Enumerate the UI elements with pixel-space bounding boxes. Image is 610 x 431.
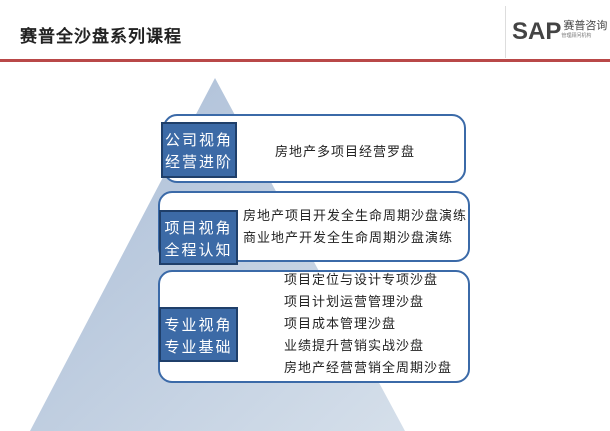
label-line: 全程认知 xyxy=(164,241,233,259)
tier-label-professional: 专业视角专业基础 xyxy=(159,307,238,362)
tier-items-professional: 项目定位与设计专项沙盘 项目计划运营管理沙盘 项目成本管理沙盘 业绩提升营销实战… xyxy=(284,270,452,380)
tier-items-company: 房地产多项目经营罗盘 xyxy=(275,142,415,164)
logo-divider xyxy=(505,6,506,58)
label-line: 项目视角 xyxy=(164,219,233,237)
tier-items-project: 房地产项目开发全生命周期沙盘演练 商业地产开发全生命周期沙盘演练 xyxy=(243,206,467,250)
tier-label-company: 公司视角经营进阶 xyxy=(161,122,237,178)
course-item: 业绩提升营销实战沙盘 xyxy=(284,339,425,354)
logo-sub: 管理顾问机构 xyxy=(561,33,592,39)
course-item: 房地产多项目经营罗盘 xyxy=(275,145,416,160)
label-line: 经营进阶 xyxy=(164,153,233,171)
course-item: 项目计划运营管理沙盘 xyxy=(284,295,425,310)
course-item: 房地产项目开发全生命周期沙盘演练 xyxy=(243,209,468,224)
tier-label-project: 项目视角全程认知 xyxy=(159,210,238,265)
logo-brand: SAP xyxy=(512,18,562,45)
course-item: 房地产经营营销全周期沙盘 xyxy=(284,361,453,376)
course-item: 项目成本管理沙盘 xyxy=(284,317,397,332)
course-item: 项目定位与设计专项沙盘 xyxy=(284,273,439,288)
logo-name: 赛普咨询 xyxy=(563,19,608,32)
course-item: 商业地产开发全生命周期沙盘演练 xyxy=(243,231,454,246)
label-line: 专业基础 xyxy=(164,338,233,356)
slide-title: 赛普全沙盘系列课程 xyxy=(20,27,182,47)
header-divider xyxy=(0,59,610,62)
label-line: 专业视角 xyxy=(164,316,233,334)
logo: SAP 赛普咨询 管理顾问机构 xyxy=(512,20,607,44)
label-line: 公司视角 xyxy=(164,131,233,149)
